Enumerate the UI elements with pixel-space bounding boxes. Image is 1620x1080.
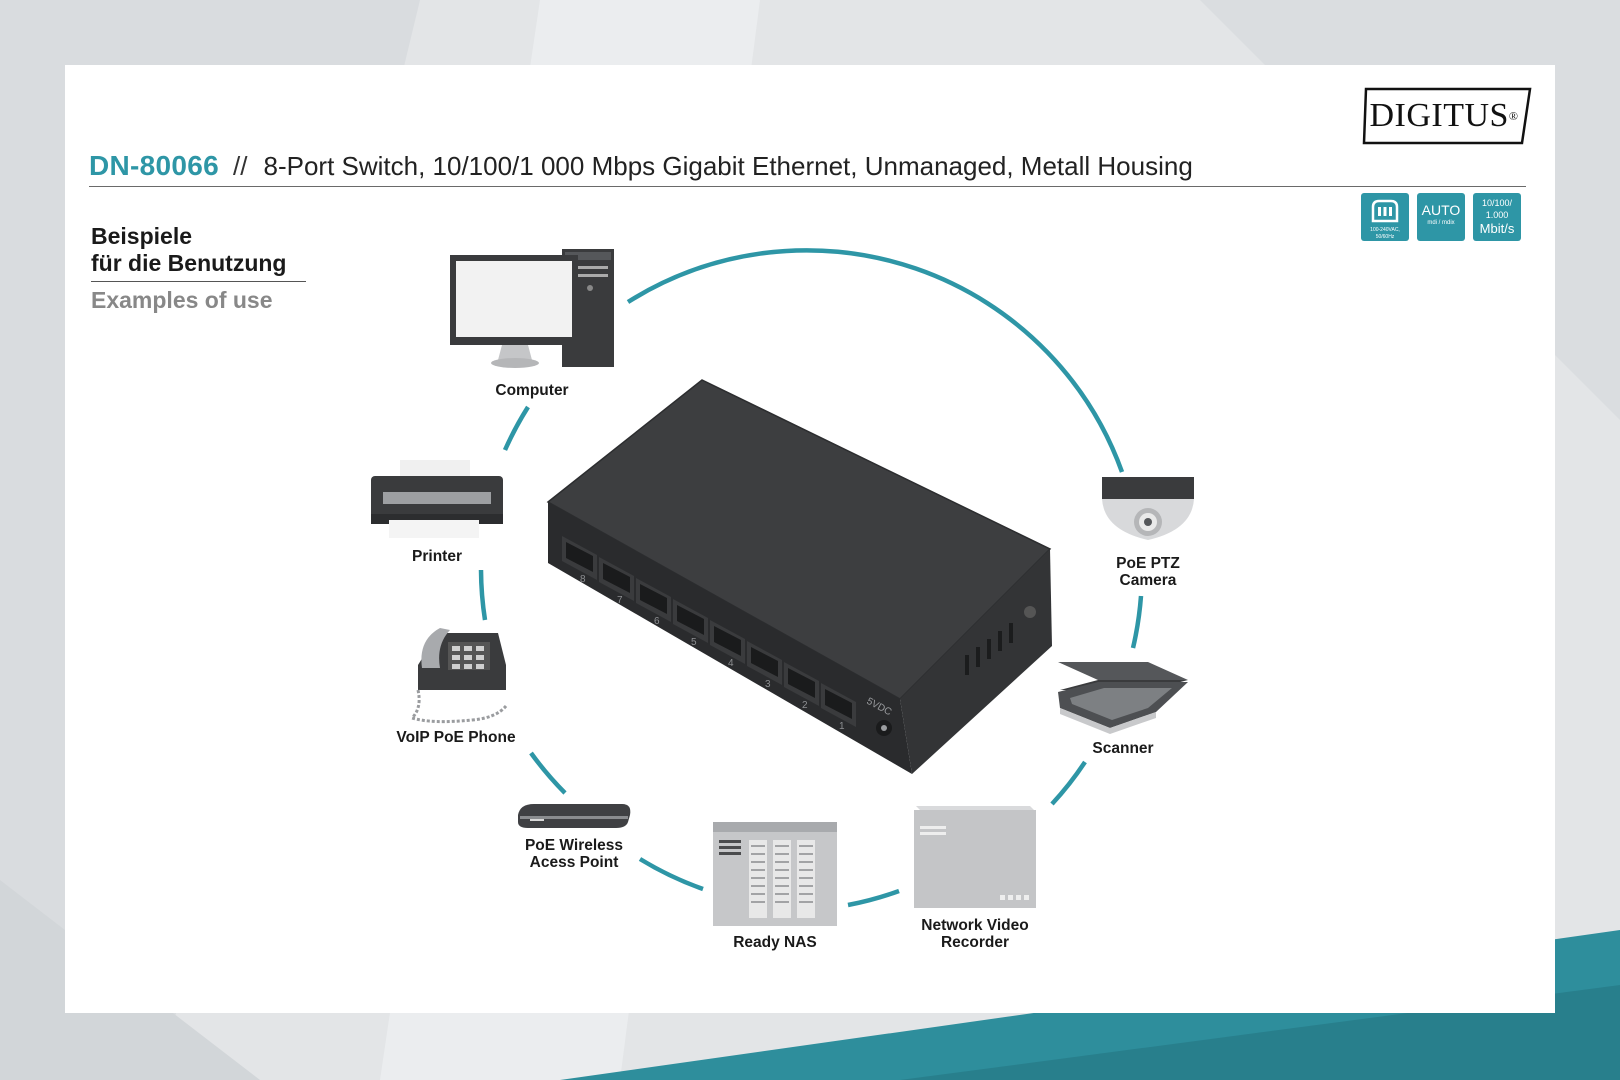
registered-mark: ® — [1508, 108, 1519, 123]
label-nvr-line2: Recorder — [940, 934, 1010, 951]
nvr-icon — [914, 806, 1036, 908]
brand-text: DIGITUS — [1369, 97, 1509, 134]
logo-frame — [1362, 87, 1532, 145]
speed-badge: 10/100/ 1.000 Mbit/s — [1473, 193, 1521, 241]
label-scanner-line1: Scanner — [1092, 740, 1154, 757]
arc-computer-camera — [626, 248, 1125, 473]
speed-badge-line1: 10/100/ — [1481, 198, 1513, 208]
scanner-icon — [1058, 662, 1188, 734]
nas-icon — [713, 822, 837, 926]
ground-screw — [1024, 606, 1036, 618]
access-point-icon — [518, 804, 631, 828]
auto-mdix-badge: AUTO mdi / mdix — [1417, 193, 1465, 241]
label-nas: Ready NAS — [733, 934, 817, 951]
label-ap-line2: Acess Point — [529, 854, 619, 871]
computer-icon — [450, 249, 614, 368]
speed-badge-line3: Mbit/s — [1479, 221, 1515, 236]
port-label-2: 2 — [802, 700, 808, 711]
label-voip-phone: VoIP PoE Phone — [396, 729, 515, 746]
phone-icon — [409, 628, 508, 724]
power-badge-text: 100-240VAC, 50/60Hz — [1370, 227, 1400, 240]
port-number-labels: 8 7 6 5 4 3 2 1 — [580, 574, 845, 732]
port-label-1: 1 — [839, 721, 845, 732]
connection-ring — [478, 248, 1144, 908]
ptz-camera-icon — [1102, 477, 1194, 540]
examples-de-line2: für die Benutzung — [91, 250, 287, 276]
arc-nvr-nas — [847, 888, 900, 908]
port-label-3: 3 — [765, 679, 771, 690]
switch-top — [548, 380, 1050, 699]
examples-de-line1: Beispiele — [91, 223, 192, 249]
product-title: 8-Port Switch, 10/100/1 000 Mbps Gigabit… — [263, 151, 1193, 181]
arc-scanner-nvr — [1050, 760, 1087, 806]
label-computer: Computer — [495, 382, 568, 399]
speed-badge-line2: 1.000 — [1485, 210, 1509, 220]
vent-slots — [965, 623, 1013, 675]
label-scanner: Scanner — [1092, 740, 1153, 757]
brand-name: DIGITUS® — [1362, 87, 1532, 145]
port-label-8: 8 — [580, 574, 586, 585]
arc-ap-phone — [529, 751, 567, 795]
arc-printer-computer — [502, 405, 530, 451]
label-camera-line1: PoE PTZ — [1116, 555, 1180, 572]
title-separator: // — [233, 151, 248, 181]
label-computer-line1: Computer — [495, 382, 569, 399]
page-title: DN-80066 // 8-Port Switch, 10/100/1 000 Mb… — [89, 146, 1526, 187]
printer-icon — [371, 460, 503, 538]
port-label-7: 7 — [617, 595, 623, 606]
power-plug-icon — [1371, 199, 1399, 223]
network-switch: 8 7 6 5 4 3 2 1 5VDC — [546, 379, 1052, 774]
port-label-4: 4 — [728, 658, 734, 669]
label-nvr-line1: Network Video — [921, 917, 1029, 934]
arc-camera-scanner — [1130, 595, 1144, 649]
brand-logo: DIGITUS® — [1362, 87, 1532, 145]
label-printer-line1: Printer — [412, 548, 462, 565]
arc-nas-ap — [638, 857, 704, 892]
arc-phone-printer — [478, 569, 488, 621]
power-badge: 100-240VAC, 50/60Hz — [1361, 193, 1409, 241]
label-camera-line2: Camera — [1119, 572, 1177, 589]
examples-heading-en: Examples of use — [91, 287, 273, 313]
label-ap-line1: PoE Wireless — [524, 837, 624, 854]
label-printer: Printer — [412, 548, 462, 565]
model-number: DN-80066 — [89, 150, 220, 181]
examples-heading: Beispiele für die Benutzung Examples of … — [91, 223, 306, 316]
port-label-6: 6 — [654, 616, 660, 627]
label-voip-line1: VoIP PoE Phone — [396, 729, 516, 746]
auto-badge-sub: mdi / mdix — [1427, 220, 1455, 226]
auto-badge-title: AUTO — [1421, 202, 1461, 218]
label-nas-line1: Ready NAS — [733, 934, 817, 951]
port-label-5: 5 — [691, 637, 697, 648]
examples-heading-de: Beispiele für die Benutzung — [91, 223, 306, 282]
